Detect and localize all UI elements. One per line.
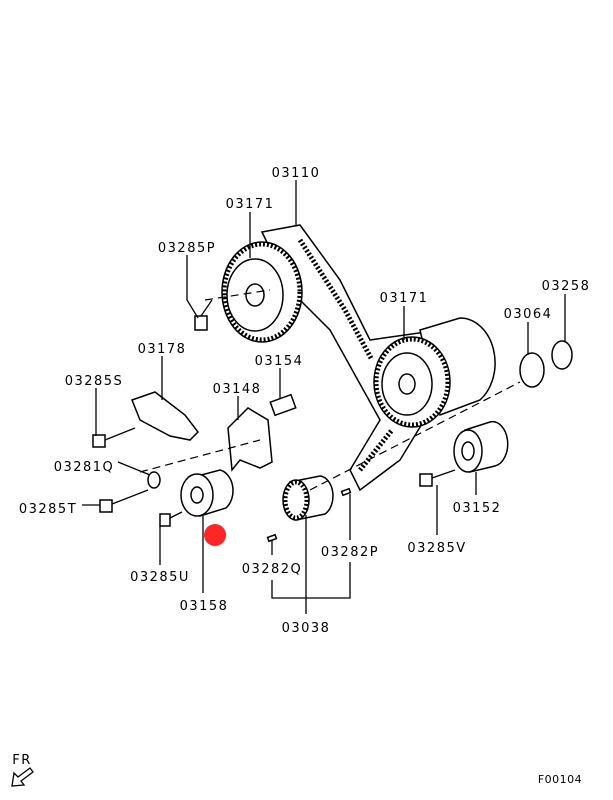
figure-id: F00104 bbox=[538, 773, 582, 786]
tensioner-pulley bbox=[180, 469, 234, 517]
label-03285S: 03285S bbox=[65, 374, 124, 389]
front-direction-arrow-icon bbox=[11, 767, 34, 787]
label-03038: 03038 bbox=[282, 621, 331, 636]
label-03285T: 03285T bbox=[19, 502, 77, 517]
label-03171-right: 03171 bbox=[380, 291, 429, 306]
belt-teeth bbox=[358, 428, 394, 472]
label-03064: 03064 bbox=[504, 307, 553, 322]
crankshaft-sprocket bbox=[282, 475, 334, 521]
label-03154: 03154 bbox=[255, 354, 304, 369]
oil-seal bbox=[551, 340, 573, 370]
camshaft-sprocket-right bbox=[373, 317, 496, 428]
label-03285P: 03285P bbox=[158, 241, 216, 256]
label-03285V: 03285V bbox=[407, 541, 466, 556]
bolts bbox=[92, 299, 456, 543]
leader-lines bbox=[82, 180, 566, 614]
label-03148: 03148 bbox=[213, 382, 262, 397]
direction-label: FR bbox=[12, 753, 32, 768]
label-03171-top: 03171 bbox=[226, 197, 275, 212]
label-03282Q: 03282Q bbox=[242, 562, 303, 577]
auto-tensioner bbox=[131, 391, 199, 441]
label-03285U: 03285U bbox=[130, 570, 190, 585]
label-03152: 03152 bbox=[453, 501, 502, 516]
idler-pulley bbox=[453, 420, 509, 473]
camshaft-sprocket-top bbox=[221, 241, 303, 343]
label-03178: 03178 bbox=[138, 342, 187, 357]
belt-teeth bbox=[297, 238, 375, 362]
flange bbox=[519, 352, 545, 388]
label-03282P: 03282P bbox=[321, 545, 379, 560]
highlight-marker bbox=[204, 524, 226, 546]
label-03110: 03110 bbox=[272, 166, 321, 181]
label-03158: 03158 bbox=[180, 599, 229, 614]
tensioner-arm bbox=[227, 407, 273, 472]
label-03281Q: 03281Q bbox=[54, 460, 115, 475]
label-03258: 03258 bbox=[542, 279, 591, 294]
